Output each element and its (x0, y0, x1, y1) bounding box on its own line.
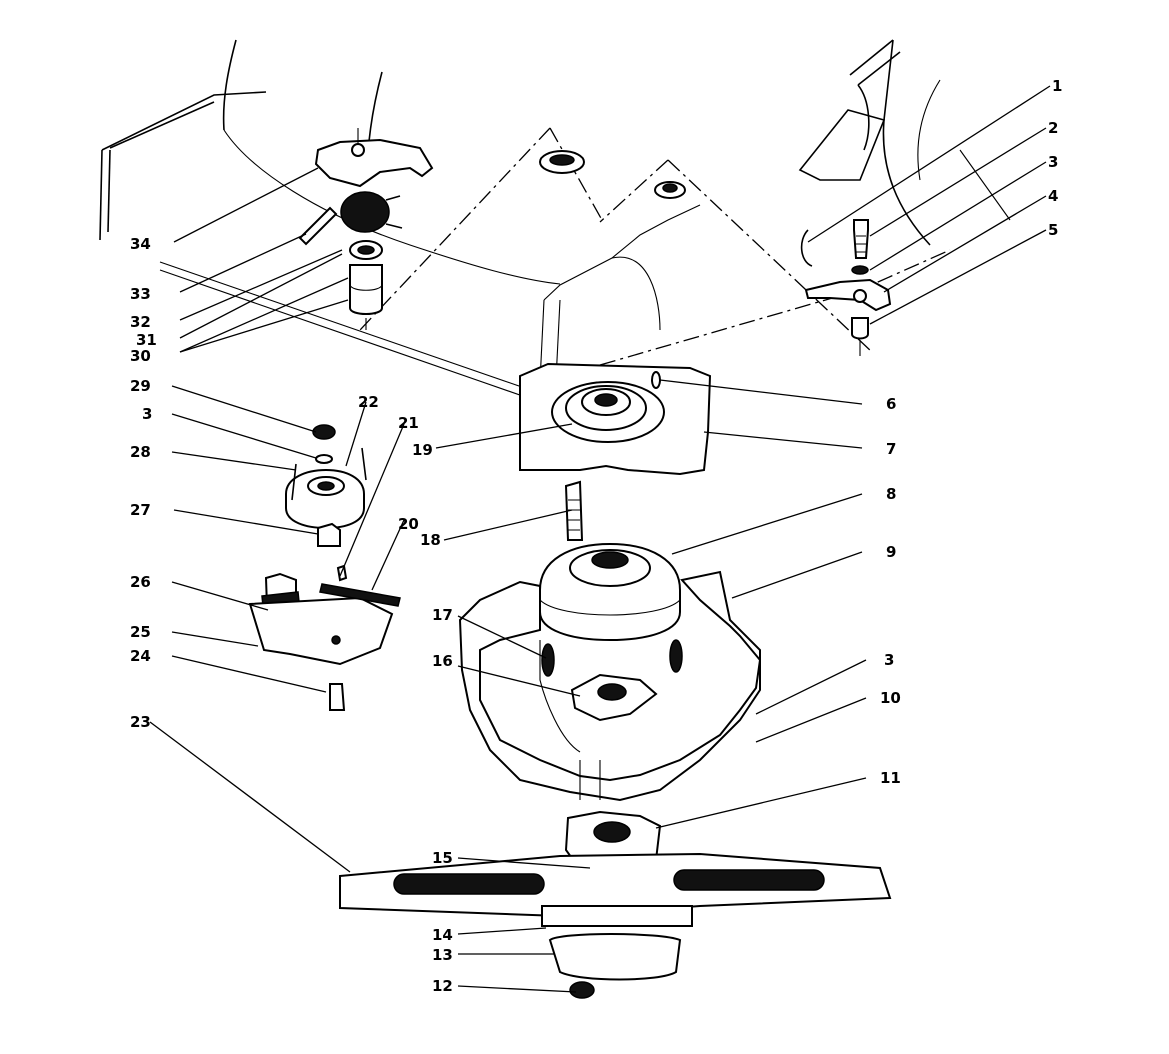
callout-18: 18 (420, 531, 441, 549)
callout-8: 8 (886, 485, 896, 503)
callout-29: 29 (130, 377, 151, 395)
callout-15: 15 (432, 849, 453, 867)
idler-assembly (248, 424, 401, 711)
callout-23: 23 (130, 713, 151, 731)
callout-3: 3 (884, 651, 894, 669)
callout-1: 1 (1052, 77, 1062, 95)
right-bracket-assembly (800, 219, 892, 356)
callout-3: 3 (1048, 153, 1058, 171)
callout-2: 2 (1048, 119, 1058, 137)
callout-5: 5 (1048, 221, 1058, 239)
callout-26: 26 (130, 573, 151, 591)
callout-28: 28 (130, 443, 151, 461)
callout-14: 14 (432, 926, 453, 944)
callout-34: 34 (130, 235, 151, 253)
callout-32: 32 (130, 313, 151, 331)
callout-6: 6 (886, 395, 896, 413)
callout-19: 19 (412, 441, 433, 459)
callout-16: 16 (432, 652, 453, 670)
brake-lever-assembly (298, 128, 434, 330)
housing-washers (539, 150, 686, 199)
blade-assembly (339, 810, 892, 999)
callout-9: 9 (886, 543, 896, 561)
spindle-mount-plate (519, 362, 712, 476)
callout-12: 12 (432, 977, 453, 995)
blade-housing (458, 570, 762, 802)
callout-17: 17 (432, 606, 453, 624)
deck-housing-outline (99, 39, 1011, 403)
callout-20: 20 (398, 515, 419, 533)
callout-21: 21 (398, 414, 419, 432)
callout-30: 30 (130, 347, 151, 365)
callout-27: 27 (130, 501, 151, 519)
callout-24: 24 (130, 647, 151, 665)
callout-33: 33 (130, 285, 151, 303)
callout-13: 13 (432, 946, 453, 964)
callout-4: 4 (1048, 187, 1058, 205)
callout-25: 25 (130, 623, 151, 641)
callout-31: 31 (136, 331, 157, 349)
callout-11: 11 (880, 769, 901, 787)
callout-22: 22 (358, 393, 379, 411)
leader-lines (149, 85, 1051, 993)
callout-7: 7 (886, 440, 896, 458)
callout-3: 3 (142, 405, 152, 423)
callout-labels: 1 2 3 4 5 6 7 8 9 3 10 11 12 13 14 15 16… (130, 77, 1062, 995)
callout-10: 10 (880, 689, 901, 707)
spindle-pulley-cover (539, 480, 681, 642)
